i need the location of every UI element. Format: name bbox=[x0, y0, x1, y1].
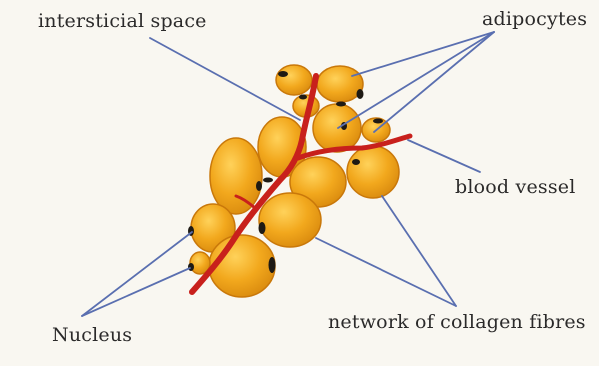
pointer-blood-vessel bbox=[408, 140, 480, 172]
pointer-adipocytes-1 bbox=[352, 32, 494, 76]
nucleus-mark bbox=[373, 119, 383, 124]
label-blood-vessel: blood vessel bbox=[455, 176, 576, 198]
label-nucleus: Nucleus bbox=[52, 324, 132, 346]
nucleus-mark bbox=[259, 222, 266, 234]
pointer-network-2 bbox=[316, 238, 456, 306]
nucleus-mark bbox=[263, 178, 273, 183]
nucleus-mark bbox=[188, 263, 194, 271]
adipocyte-cell bbox=[313, 104, 361, 152]
nucleus-mark bbox=[278, 71, 288, 77]
label-adipocytes: adipocytes bbox=[482, 8, 587, 30]
pointer-adipocytes-3 bbox=[374, 32, 494, 132]
nucleus-mark bbox=[256, 181, 262, 191]
label-network-of-collagen-fibres: network of collagen fibres bbox=[328, 311, 586, 333]
adipocyte-cell bbox=[276, 65, 312, 95]
adipocyte-cell bbox=[347, 146, 399, 198]
nucleus-mark bbox=[357, 89, 364, 99]
nucleus-mark bbox=[336, 102, 346, 107]
pointer-network-1 bbox=[382, 196, 456, 306]
nucleus-mark bbox=[352, 159, 360, 165]
nucleus-mark bbox=[269, 257, 276, 273]
adipocyte-cell bbox=[210, 138, 262, 214]
label-interstitial-space: intersticial space bbox=[38, 10, 207, 32]
adipocyte-cell bbox=[317, 66, 363, 102]
adipocyte-cell bbox=[259, 193, 321, 247]
nucleus-mark bbox=[299, 95, 307, 100]
adipocyte-cell bbox=[209, 235, 275, 297]
